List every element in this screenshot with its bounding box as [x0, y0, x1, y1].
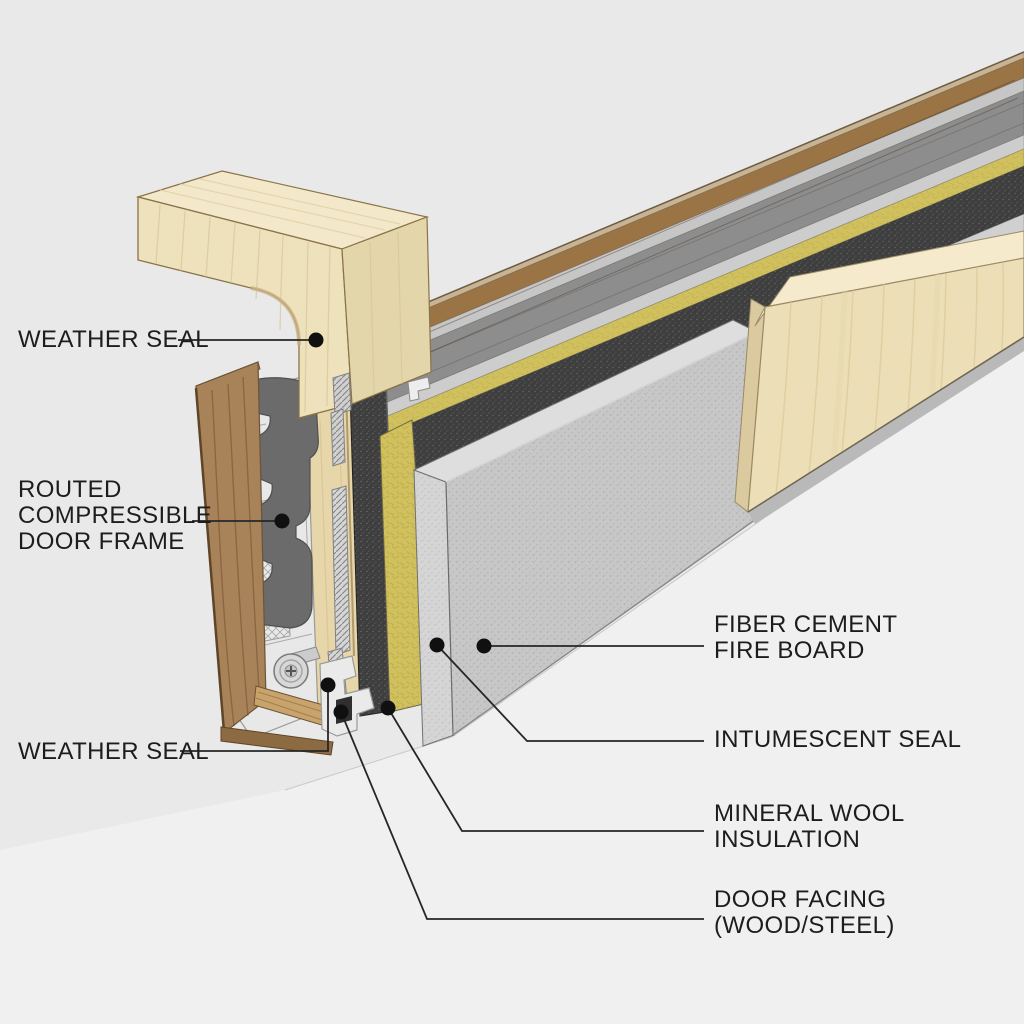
label-door-facing: DOOR FACING (WOOD/STEEL) — [714, 887, 895, 939]
header-block-cove-shading — [250, 286, 301, 346]
door-facing-front-face — [747, 257, 1024, 514]
door-facing-bottom-edge — [747, 336, 1024, 513]
beam-mineral-wool-texture — [340, 149, 1024, 453]
mineral-wool-strip-texture — [380, 420, 432, 712]
door-facing-bottom-sliver — [748, 337, 1024, 524]
beam-intumescent-speckle — [340, 166, 1024, 501]
label-line: MINERAL WOOL — [714, 800, 905, 827]
door-edge-sandwich — [303, 319, 767, 747]
label-line: DOOR FACING — [714, 886, 887, 913]
label-weather-seal-bottom: WEATHER SEAL — [18, 739, 209, 765]
leader-mineral-wool — [387, 707, 704, 832]
leader-weather-seal-bottom — [180, 692, 329, 752]
dot-door-facing — [333, 704, 349, 720]
dot-weather-seal-bottom — [320, 677, 336, 693]
label-line: INSULATION — [714, 826, 861, 853]
leader-intumescent — [436, 644, 704, 742]
label-fiber-cement-fire-board: FIBER CEMENT FIRE BOARD — [714, 612, 897, 664]
leader-lines — [178, 339, 704, 920]
roller-spiral — [279, 659, 303, 683]
dot-intumescent — [429, 637, 445, 653]
fiber-cement-bottom-edge — [452, 511, 767, 736]
beam-detail-lines — [339, 102, 1024, 411]
label-mineral-wool-insulation: MINERAL WOOL INSULATION — [714, 801, 905, 853]
label-weather-seal-top: WEATHER SEAL — [18, 327, 209, 353]
frame-sill-rail-grain — [255, 691, 331, 723]
label-line: WEATHER SEAL — [18, 326, 210, 353]
label-line: INTUMESCENT SEAL — [714, 726, 962, 753]
header-block-right-face — [341, 216, 432, 405]
leader-door-facing — [340, 711, 704, 920]
label-line: ROUTED — [18, 476, 122, 503]
fiber-cement-left-edge-speckle — [414, 470, 454, 746]
weather-seal-strip-upper-hatch — [332, 486, 350, 655]
sill-foot — [319, 655, 375, 737]
beam-top-outline — [339, 51, 1024, 340]
header-block-front-grain — [155, 204, 331, 413]
frame-sill-rail-front — [220, 726, 334, 756]
fiber-cement-board-speckle — [446, 332, 766, 735]
frame-jamb-left-edge — [194, 387, 226, 733]
label-line: DOOR FRAME — [18, 528, 185, 555]
label-intumescent-seal: INTUMESCENT SEAL — [714, 727, 961, 753]
header-block-side-grain — [369, 231, 403, 395]
door-facing-grain-band — [831, 273, 941, 459]
header-weather-seal-drop-hatch — [331, 409, 345, 466]
screw-phillips-cross-icon — [286, 666, 296, 676]
dot-fiber-cement — [476, 638, 492, 654]
label-routed-door-frame: ROUTED COMPRESSIBLE DOOR FRAME — [18, 477, 212, 555]
routed-header-block — [135, 170, 432, 467]
beam-walnut-grain — [419, 79, 1019, 353]
header-block-top-grain — [159, 178, 401, 239]
door-top-edge-beam — [339, 51, 1024, 537]
leader-dots — [274, 332, 492, 720]
door-facing-grain — [775, 261, 1005, 496]
fiber-cement-top-edge-highlight — [445, 331, 758, 483]
frame-assembly — [194, 361, 375, 756]
door-facing-board — [734, 230, 1024, 524]
dot-weather-seal-top — [308, 332, 324, 348]
header-weather-seal-notch-hatch — [333, 373, 351, 415]
label-line: WEATHER SEAL — [18, 738, 210, 765]
dot-routed-frame — [274, 513, 290, 529]
frame-jamb-grain — [211, 376, 261, 727]
dot-mineral-wool — [380, 700, 396, 716]
door-edge-groove — [345, 387, 355, 657]
label-line: COMPRESSIBLE — [18, 502, 213, 529]
label-line: FIRE BOARD — [714, 637, 865, 664]
aluminum-clip — [407, 376, 431, 402]
label-line: FIBER CEMENT — [714, 611, 898, 638]
label-line: (WOOD/STEEL) — [714, 912, 895, 939]
